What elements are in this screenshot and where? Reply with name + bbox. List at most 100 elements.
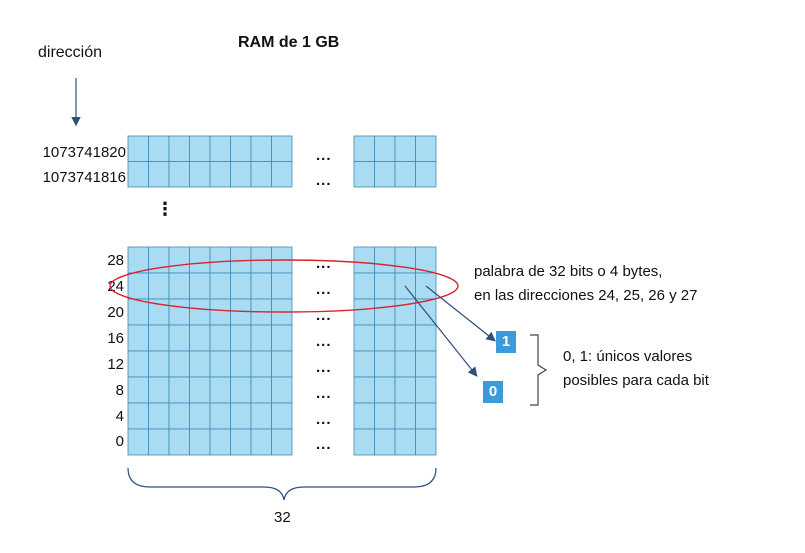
ellipsis-row-8: ... <box>316 385 332 402</box>
memory-cell <box>148 350 170 378</box>
memory-cell <box>374 350 396 378</box>
ellipsis-row-0: ... <box>316 436 332 453</box>
ellipsis-row-16: ... <box>316 333 332 350</box>
memory-cell <box>353 246 375 274</box>
memory-cell <box>230 324 252 352</box>
memory-cell <box>148 402 170 430</box>
memory-cell <box>189 246 211 274</box>
memory-cell <box>271 272 293 300</box>
word-highlight-ellipse <box>109 259 459 313</box>
memory-cell <box>127 376 149 404</box>
address-axis-label: dirección <box>38 44 103 61</box>
memory-cell <box>415 428 437 456</box>
memory-cell <box>415 350 437 378</box>
memory-cell <box>353 402 375 430</box>
memory-cells <box>127 135 437 456</box>
memory-cell <box>148 376 170 404</box>
memory-cell <box>353 161 375 188</box>
ellipsis-row-12: ... <box>316 359 332 376</box>
address-label-12: 12 <box>107 356 124 373</box>
memory-cell <box>127 324 149 352</box>
memory-cell <box>250 402 272 430</box>
memory-cell <box>374 272 396 300</box>
memory-cell <box>189 376 211 404</box>
memory-cell <box>148 272 170 300</box>
diagram-title: RAM de 1 GB <box>238 34 340 51</box>
word-note: palabra de 32 bits o 4 bytes, en las dir… <box>474 260 697 308</box>
memory-cell <box>271 161 293 188</box>
memory-cell <box>415 324 437 352</box>
memory-cell <box>394 376 416 404</box>
memory-cell <box>168 350 190 378</box>
memory-cell <box>127 135 149 162</box>
memory-cell <box>271 135 293 162</box>
word-note-line-1: palabra de 32 bits o 4 bytes, <box>474 263 663 280</box>
memory-cell <box>374 324 396 352</box>
memory-cell <box>415 161 437 188</box>
memory-cell <box>168 298 190 326</box>
memory-cell <box>168 246 190 274</box>
memory-cell <box>148 324 170 352</box>
address-label-20: 20 <box>107 304 124 321</box>
memory-cell <box>374 161 396 188</box>
word-note-line-2: en las direcciones 24, 25, 26 y 27 <box>474 287 698 304</box>
address-label-top-0: 1073741820 <box>42 144 126 161</box>
bit-values-bracket <box>530 334 548 406</box>
bit-note: 0, 1: únicos valores posibles para cada … <box>563 345 709 393</box>
memory-cell <box>189 161 211 188</box>
memory-cell <box>394 402 416 430</box>
memory-cell <box>209 376 231 404</box>
memory-cell <box>168 376 190 404</box>
memory-cell <box>415 402 437 430</box>
address-label-0: 0 <box>115 433 124 450</box>
memory-cell <box>189 324 211 352</box>
arrow-to-bit-0 <box>404 285 478 377</box>
memory-cell <box>250 324 272 352</box>
memory-cell <box>353 272 375 300</box>
memory-cell <box>353 376 375 404</box>
address-label-4: 4 <box>115 408 124 425</box>
memory-cell <box>209 402 231 430</box>
ellipsis-row-top-1: ... <box>316 172 332 189</box>
memory-cell <box>189 298 211 326</box>
memory-cell <box>209 350 231 378</box>
memory-cell <box>374 402 396 430</box>
memory-cell <box>189 402 211 430</box>
memory-cell <box>189 272 211 300</box>
memory-cell <box>148 161 170 188</box>
memory-cell <box>168 272 190 300</box>
memory-cell <box>250 135 272 162</box>
memory-cell <box>127 402 149 430</box>
memory-cell <box>209 246 231 274</box>
memory-cell <box>374 298 396 326</box>
memory-cell <box>148 135 170 162</box>
memory-cell <box>394 135 416 162</box>
width-label: 32 <box>274 509 291 526</box>
memory-cell <box>250 272 272 300</box>
memory-cell <box>415 135 437 162</box>
bit-value-1: 1 <box>496 331 516 353</box>
bit-note-line-2: posibles para cada bit <box>563 372 709 389</box>
memory-cell <box>353 324 375 352</box>
memory-cell <box>209 298 231 326</box>
memory-cell <box>353 135 375 162</box>
memory-cell <box>394 350 416 378</box>
ellipsis-row-top-0: ... <box>316 147 332 164</box>
memory-cell <box>374 246 396 274</box>
memory-cell <box>394 428 416 456</box>
address-label-16: 16 <box>107 330 124 347</box>
memory-cell <box>168 402 190 430</box>
memory-cell <box>271 376 293 404</box>
memory-cell <box>230 350 252 378</box>
memory-cell <box>168 161 190 188</box>
memory-cell <box>271 402 293 430</box>
memory-cell <box>230 272 252 300</box>
memory-cell <box>209 272 231 300</box>
memory-cell <box>230 428 252 456</box>
memory-cell <box>189 350 211 378</box>
bit-value-0: 0 <box>483 381 503 403</box>
memory-cell <box>168 135 190 162</box>
memory-cell <box>394 161 416 188</box>
address-label-top-1: 1073741816 <box>42 169 126 186</box>
